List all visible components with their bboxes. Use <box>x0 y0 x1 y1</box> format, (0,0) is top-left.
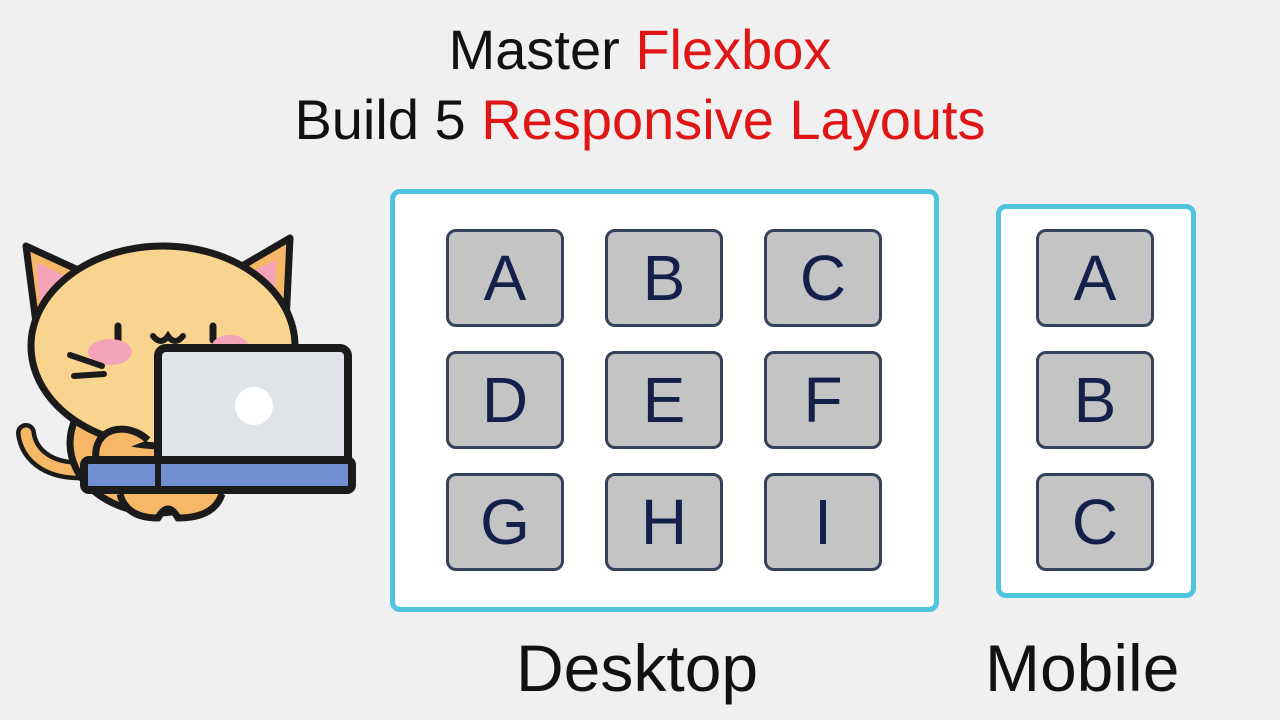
laptop-base <box>80 456 356 494</box>
cat-mouth <box>150 330 186 344</box>
desktop-tile: D <box>446 351 564 449</box>
mobile-caption: Mobile <box>985 631 1180 705</box>
title-line-2: Build 5 Responsive Layouts <box>0 88 1280 152</box>
desktop-tile: C <box>764 229 882 327</box>
cat-left-cheek <box>88 339 132 365</box>
desktop-tile: H <box>605 473 723 571</box>
desktop-tile: G <box>446 473 564 571</box>
cat-paw <box>92 425 151 461</box>
desktop-caption: Desktop <box>516 631 759 705</box>
mobile-tile: A <box>1036 229 1154 327</box>
title-accent: Flexbox <box>635 18 832 81</box>
subtitle-prefix: Build 5 <box>294 88 466 151</box>
desktop-tile: A <box>446 229 564 327</box>
mobile-tile: B <box>1036 351 1154 449</box>
title-line-1: Master Flexbox <box>0 18 1280 82</box>
cat-feet <box>116 492 226 522</box>
title-prefix: Master <box>448 18 620 81</box>
mobile-tile: C <box>1036 473 1154 571</box>
desktop-tile: E <box>605 351 723 449</box>
laptop-logo <box>235 387 273 425</box>
subtitle-accent: Responsive Layouts <box>481 88 986 151</box>
desktop-tile: F <box>764 351 882 449</box>
cat-with-laptop-icon <box>16 234 356 522</box>
desktop-tile: I <box>764 473 882 571</box>
desktop-tile: B <box>605 229 723 327</box>
